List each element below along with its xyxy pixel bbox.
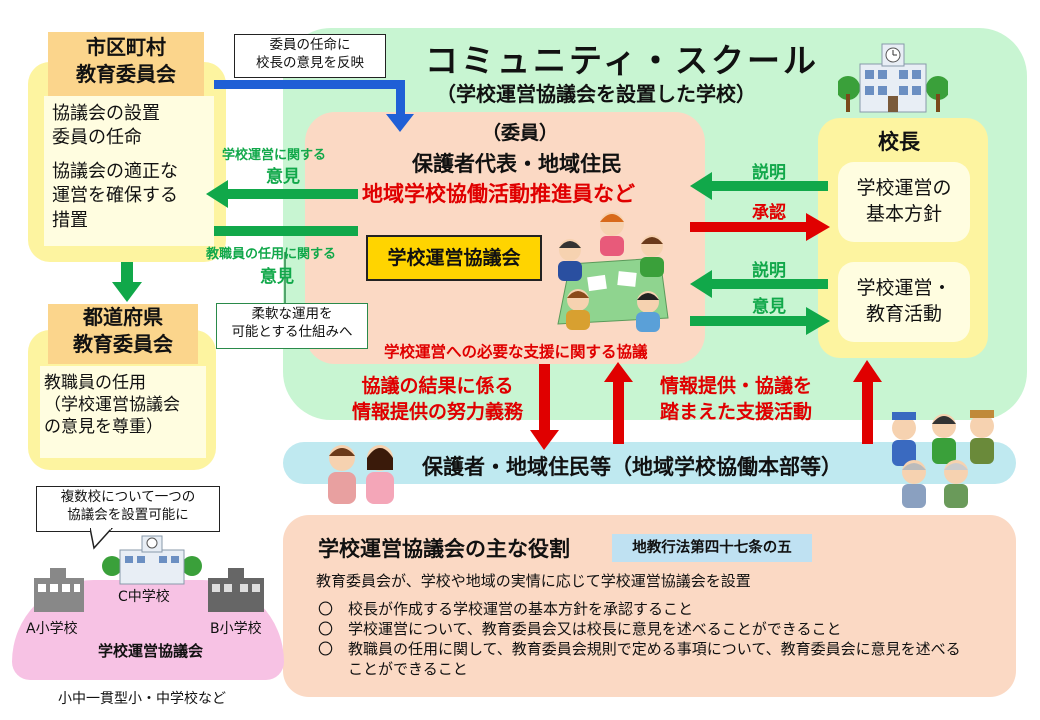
school-a-label: A小学校: [26, 621, 78, 637]
page-subtitle: （学校運営協議会を設置した学校）: [436, 82, 756, 106]
roles-item-text: 校長が作成する学校運営の基本方針を承認すること: [348, 600, 694, 618]
explain-label-1: 説明: [752, 163, 786, 183]
prefectural-board-name: 都道府県 教育委員会: [48, 304, 198, 364]
appointment-callout: 委員の任命に 校長の意見を反映: [234, 34, 386, 78]
municipal-board-inner: [44, 96, 214, 246]
roles-title: 学校運営協議会の主な役割: [318, 537, 570, 561]
roles-intro: 教育委員会が、学校や地域の実情に応じて学校運営協議会を設置: [316, 572, 751, 590]
approve-arrow: [690, 213, 830, 241]
schools-illustration: [34, 535, 264, 612]
school-ops-opinion: 意見: [266, 167, 300, 187]
bullet-mark: 〇: [318, 600, 334, 618]
green-down-arrow: [112, 262, 142, 302]
municipal-board-role-setup: 協議会の設置 委員の任命: [52, 103, 160, 149]
approve-label: 承認: [752, 203, 786, 223]
opinion-arrow: [690, 307, 830, 335]
multi-school-callout: 複数校について一つの 協議会を設置可能に: [36, 486, 220, 532]
school-ops-opinion-label: 学校運営に関する: [222, 148, 327, 163]
page-title: コミュニティ・スクール: [425, 41, 820, 80]
prefectural-board-role: 教職員の任用 （学校運営協議会 の意見を尊重）: [44, 373, 180, 438]
roles-item-text: 教職員の任用に関して、教育委員会規則で定める事項について、教育委員会に意見を述べ…: [348, 640, 961, 658]
blue-appointment-arrow: [214, 80, 414, 132]
support-up-arrow-principal: [853, 360, 882, 444]
school-c-label: C中学校: [118, 589, 170, 605]
roles-item-continuation: ことができること: [318, 658, 468, 679]
residents-illustration: [892, 410, 994, 508]
flexible-operation-callout: 柔軟な運用を 可能とする仕組みへ: [216, 303, 368, 349]
support-up-arrow: [604, 362, 633, 444]
explain-arrow-1: [690, 172, 828, 200]
principal-title: 校長: [878, 130, 920, 154]
multi-school-caption: 小中一貫型小・中学校など: [58, 691, 226, 707]
municipal-board-name: 市区町村 教育委員会: [48, 32, 204, 96]
callout-tail: [90, 528, 114, 550]
roles-item-text: ことができること: [348, 660, 468, 678]
prefectural-board-inner: [40, 366, 206, 458]
roles-item: 〇 学校運営について、教育委員会又は校長に意見を述べることができること: [318, 618, 842, 639]
support-activity-label: 情報提供・協議を 踏まえた支援活動: [660, 375, 813, 423]
roles-law-tag: 地教行法第四十七条の五: [612, 534, 812, 562]
principal-basic-policy: 学校運営の 基本方針: [838, 162, 970, 242]
multi-school-council-label: 学校運営協議会: [98, 642, 204, 660]
info-duty-label: 協議の結果に係る 情報提供の努力義務: [352, 375, 524, 423]
staff-opinion-label: 教職員の任用に関する: [206, 247, 337, 262]
council-members-line2: 地域学校協働活動推進員など: [362, 182, 635, 206]
meeting-people-illustration: [557, 212, 669, 332]
school-building-icon: [838, 43, 948, 113]
explain-label-2: 説明: [752, 261, 786, 281]
council-support-label: 学校運営への必要な支援に関する協議: [384, 343, 648, 361]
bullet-mark: 〇: [318, 640, 334, 658]
roles-item: 〇 教職員の任用に関して、教育委員会規則で定める事項について、教育委員会に意見を…: [318, 638, 961, 659]
guardians-label: 保護者・地域住民等（地域学校協働本部等）: [422, 455, 842, 479]
council-members-heading: （委員）: [482, 122, 559, 144]
staff-opinion: 意見: [260, 267, 294, 287]
roles-item-text: 学校運営について、教育委員会又は校長に意見を述べることができること: [348, 620, 842, 638]
municipal-board-role-ensure: 協議会の適正な 運営を確保する 措置: [52, 161, 178, 231]
principal-school-activities: 学校運営・ 教育活動: [838, 262, 970, 342]
parents-illustration: [328, 445, 394, 504]
explain-arrow-2: [690, 270, 828, 298]
info-duty-arrow: [530, 364, 559, 450]
school-b-label: B小学校: [210, 621, 262, 637]
roles-item: 〇 校長が作成する学校運営の基本方針を承認すること: [318, 598, 693, 619]
bullet-mark: 〇: [318, 620, 334, 638]
council-members-line1: 保護者代表・地域住民: [412, 152, 622, 176]
council-name-badge: 学校運営協議会: [366, 235, 542, 281]
opinion-label: 意見: [752, 297, 786, 317]
green-opinion-arrow-municipal: [206, 180, 358, 236]
